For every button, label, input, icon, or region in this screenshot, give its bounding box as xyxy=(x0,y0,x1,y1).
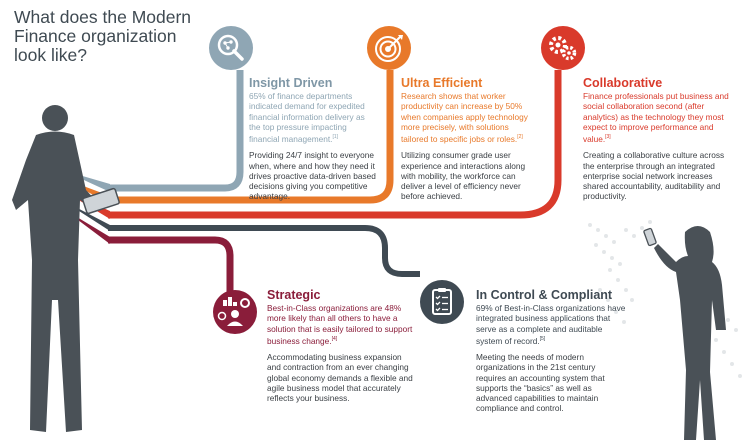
collaborative-body: Creating a collaborative culture across … xyxy=(583,150,725,202)
collaborative-ref: [3] xyxy=(605,134,611,141)
insight-driven-stat: 65% of finance departments indicated dem… xyxy=(249,91,377,144)
strategist-icon xyxy=(213,290,257,334)
ultra-efficient-body: Utilizing consumer grade user experience… xyxy=(401,150,526,202)
collaborative-heading: Collaborative xyxy=(583,76,663,90)
target-icon xyxy=(367,26,411,70)
ultra-efficient-section: Ultra Efficient Research shows that work… xyxy=(401,76,533,202)
businesswoman-silhouette xyxy=(654,226,726,440)
world-map-dots xyxy=(588,220,742,378)
ultra-efficient-heading: Ultra Efficient xyxy=(401,76,483,90)
ribbons xyxy=(108,70,562,296)
in-control-ref: [5] xyxy=(539,335,546,342)
control-ribbon xyxy=(108,225,420,277)
in-control-body: Meeting the needs of modern organization… xyxy=(476,351,605,414)
collaborative-stat: Finance professionals put business and s… xyxy=(583,91,733,144)
ultra-efficient-stat-text: Research shows that worker productivity … xyxy=(401,91,528,144)
in-control-section: In Control & Compliant 69% of Best-in-Cl… xyxy=(476,288,626,414)
strategic-stat-text: Best-in-Class organizations are 48% more… xyxy=(267,303,413,346)
in-control-stat: 69% of Best-in-Class organizations have … xyxy=(476,303,626,346)
strategic-ref: [4] xyxy=(331,335,338,342)
strategic-ribbon xyxy=(108,236,234,296)
page-title: What does the Modern Finance organizatio… xyxy=(14,7,192,65)
tablet-icon xyxy=(82,187,120,215)
collaborative-ribbon xyxy=(108,70,562,219)
insight-driven-stat-text: 65% of finance departments indicated dem… xyxy=(249,91,365,144)
strategic-stat: Best-in-Class organizations are 48% more… xyxy=(267,303,415,346)
businessman-silhouette xyxy=(12,105,100,432)
in-control-stat-text: 69% of Best-in-Class organizations have … xyxy=(476,303,626,346)
ultra-efficient-stat: Research shows that worker productivity … xyxy=(401,91,533,144)
insight-driven-ref: [1] xyxy=(332,134,339,141)
collaborative-stat-text: Finance professionals put business and s… xyxy=(583,91,729,144)
collaborative-section: Collaborative Finance professionals put … xyxy=(583,76,733,202)
strategic-section: Strategic Best-in-Class organizations ar… xyxy=(267,288,415,403)
phone-icon xyxy=(643,227,657,247)
strategic-heading: Strategic xyxy=(267,288,321,302)
efficient-ribbon xyxy=(108,70,394,204)
insight-driven-body: Providing 24/7 insight to everyone when,… xyxy=(249,150,376,202)
in-control-heading: In Control & Compliant xyxy=(476,288,613,302)
gears-icon xyxy=(541,26,585,70)
insight-ribbon xyxy=(108,70,244,192)
insight-driven-section: Insight Driven 65% of finance department… xyxy=(249,76,377,202)
strategic-body: Accommodating business expansion and con… xyxy=(267,351,413,404)
clipboard-checklist-icon xyxy=(420,280,464,324)
ultra-efficient-ref: [2] xyxy=(517,134,523,141)
magnifier-network-icon xyxy=(209,26,253,70)
insight-driven-heading: Insight Driven xyxy=(249,76,333,90)
